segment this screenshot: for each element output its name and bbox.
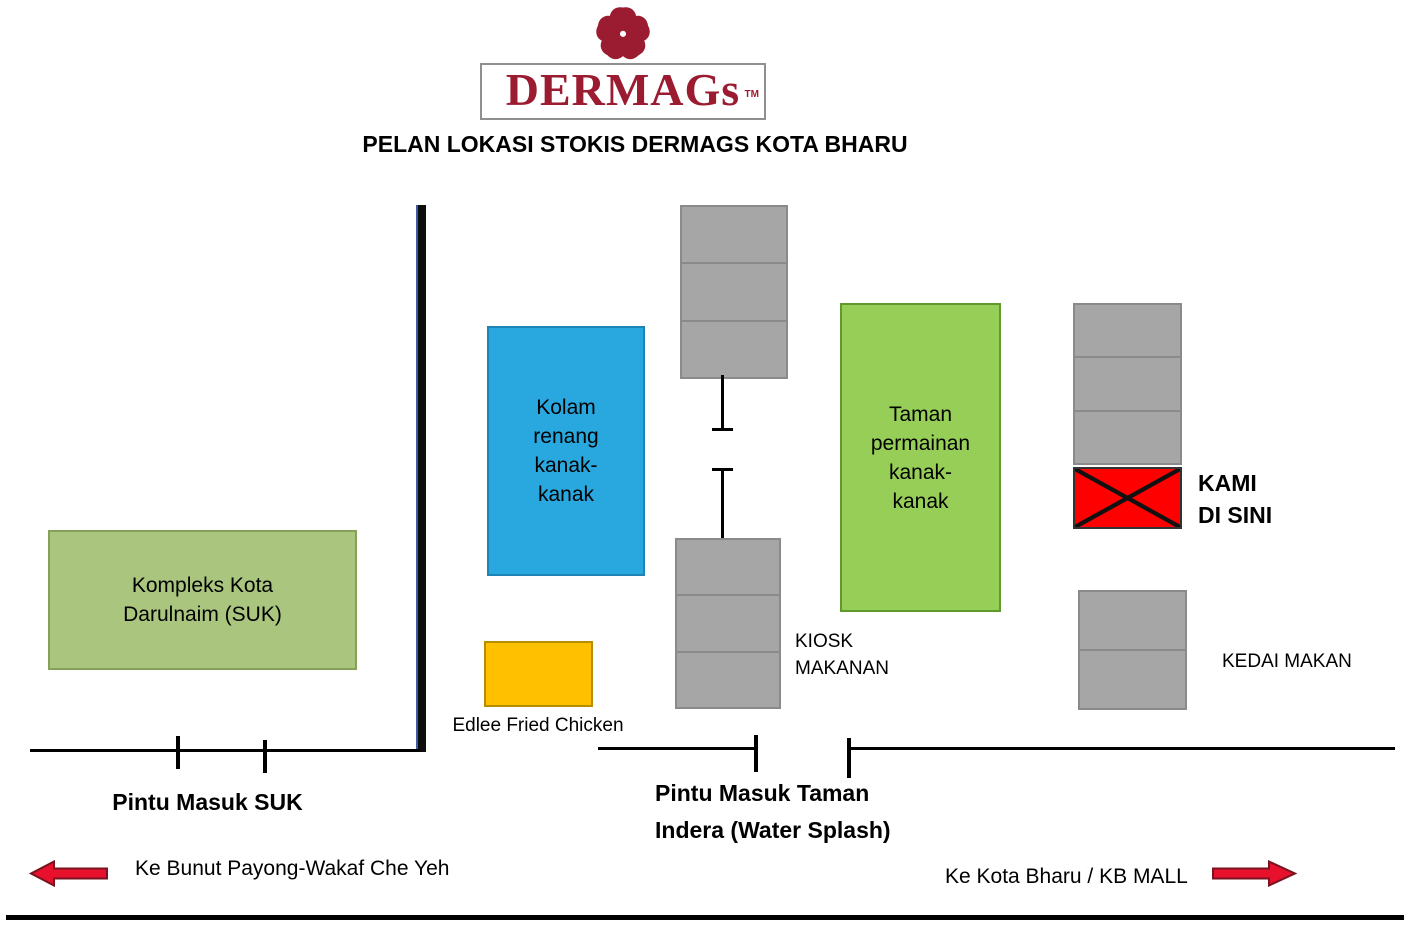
entrance-tick-taman-left	[754, 735, 758, 772]
taman-label: Taman permainan kanak- kanak	[870, 402, 971, 513]
entrance-tick-taman-right	[847, 738, 851, 778]
kolam-label: Kolam renang kanak- kanak	[533, 396, 599, 506]
edlee-label: Edlee Fried Chicken	[452, 715, 624, 736]
direction-east-label: Ke Kota Bharu / KB MALL	[945, 865, 1188, 888]
vertical-road	[416, 205, 426, 752]
road-line-west	[30, 749, 420, 752]
building-segment	[677, 653, 779, 707]
kiosk-label: KIOSK MAKANAN	[795, 631, 889, 679]
building-segment	[682, 264, 786, 322]
entrance-tick-suk-right	[263, 740, 267, 773]
kedai-label: KEDAI MAKAN	[1222, 651, 1352, 672]
entrance-tick-suk-left	[176, 736, 180, 769]
road-line-east	[849, 747, 1395, 750]
building-segment	[677, 540, 779, 597]
building-segment	[677, 596, 779, 653]
building-segment	[1080, 592, 1185, 651]
walkway-line-upper	[721, 375, 724, 430]
building-block-north	[680, 205, 788, 379]
dermags-wordmark: DERMAGs TM	[480, 63, 766, 120]
trademark-symbol: TM	[744, 89, 759, 100]
building-segment	[1075, 358, 1180, 412]
building-segment	[1075, 412, 1180, 463]
kami-label: KAMI DI SINI	[1198, 470, 1273, 528]
building-segment	[1075, 305, 1180, 359]
kami-di-sini-marker	[1073, 467, 1182, 529]
building-segment	[1080, 651, 1185, 708]
walkway-tick-lower	[712, 468, 733, 471]
pintu-masuk-taman-label: Pintu Masuk Taman Indera (Water Splash)	[655, 780, 891, 843]
map-title: PELAN LOKASI STOKIS DERMAGS KOTA BHARU	[362, 131, 908, 157]
edlee-fried-chicken-building	[484, 641, 593, 707]
dermags-flower-logo-icon	[592, 4, 654, 62]
kompleks-kota-darulnaim-building: Kompleks Kota Darulnaim (SUK)	[48, 530, 357, 670]
direction-west-label: Ke Bunut Payong-Wakaf Che Yeh	[135, 857, 450, 880]
walkway-line-lower	[721, 470, 724, 538]
building-segment	[682, 207, 786, 265]
road-line-center	[598, 747, 758, 750]
building-segment	[682, 322, 786, 377]
building-block-east	[1073, 303, 1182, 465]
kedai-makan-building	[1078, 590, 1187, 710]
main-road-bottom	[6, 915, 1404, 920]
walkway-tick-upper	[712, 428, 733, 431]
kompleks-label: Kompleks Kota Darulnaim (SUK)	[123, 574, 282, 626]
kolam-renang-building: Kolam renang kanak- kanak	[487, 326, 645, 576]
arrow-west-icon	[28, 859, 108, 888]
brand-text: DERMAGs	[505, 64, 741, 115]
kiosk-makanan-building	[675, 538, 781, 709]
arrow-east-icon	[1212, 859, 1298, 888]
pintu-masuk-suk-label: Pintu Masuk SUK	[112, 789, 303, 815]
taman-permainan-building: Taman permainan kanak- kanak	[840, 303, 1001, 612]
